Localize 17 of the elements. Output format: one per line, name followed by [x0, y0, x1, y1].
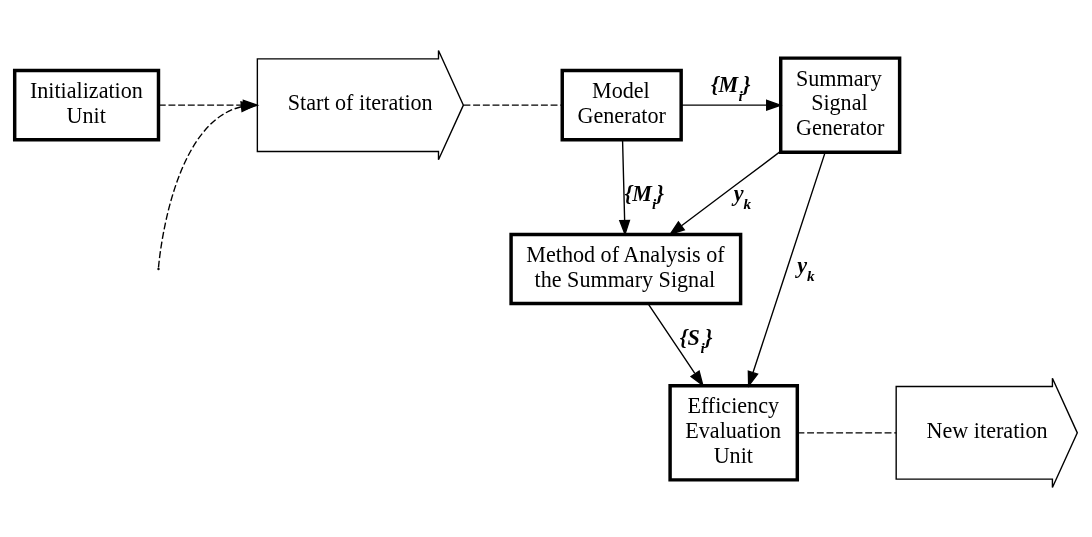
connector: [796, 431, 897, 434]
edge-label: {S$_{i}$}: [679, 324, 713, 356]
arrow: [680, 98, 783, 111]
connector: [462, 103, 563, 106]
arrow: [647, 302, 704, 387]
node-box: Model Generator: [560, 68, 683, 141]
arrow: [747, 151, 826, 388]
node-box: Summary Signal Generator: [779, 55, 902, 154]
edge-label: {M$_{i}$}: [624, 180, 664, 212]
arrow: [618, 138, 631, 236]
edge-label: y$_{k}$: [797, 252, 815, 284]
edge-label: y$_{k}$: [733, 180, 751, 212]
edge-label: {M$_{i}$}: [710, 71, 751, 104]
node-box: Initialization Unit: [12, 68, 161, 141]
node-box: Efficiency Evaluation Unit: [668, 383, 800, 482]
node-box: Method of Analysis of the Summary Signal: [509, 232, 743, 305]
arrow: [668, 150, 782, 235]
